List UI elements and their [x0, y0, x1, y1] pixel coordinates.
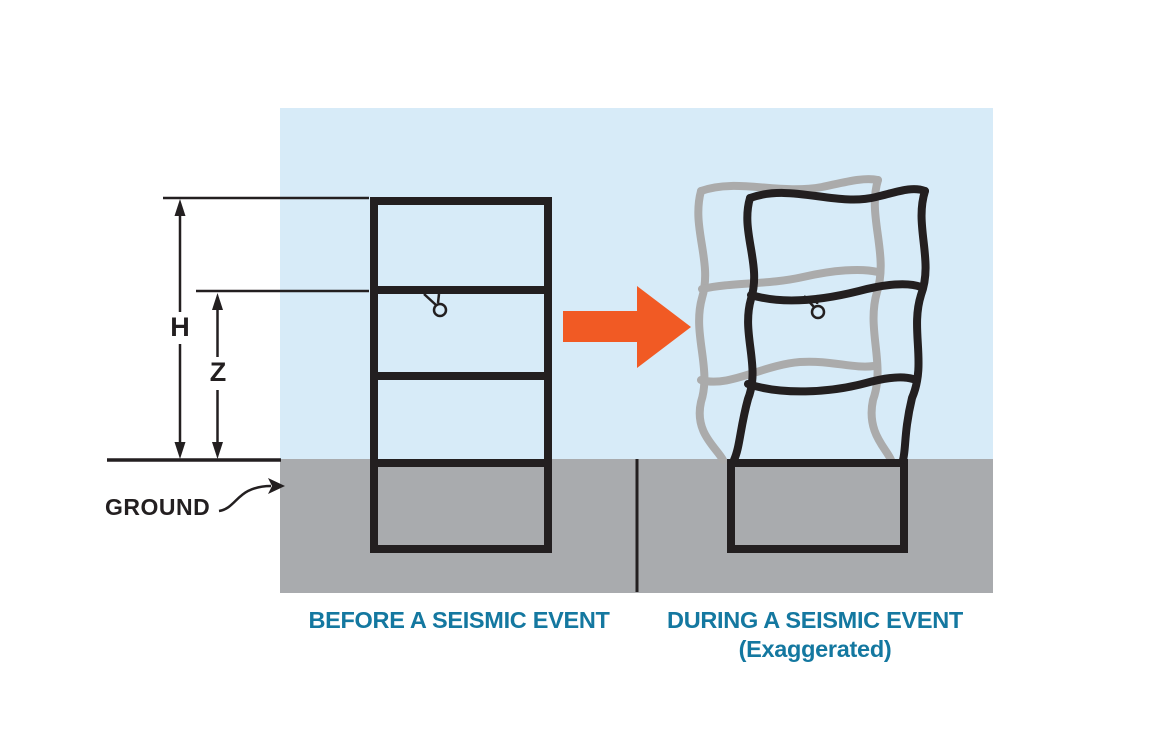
during-floor-1 [747, 280, 925, 305]
pendulum-rod-diagonal [423, 293, 437, 306]
height-H-label: H [170, 312, 190, 342]
during-roof [746, 185, 929, 204]
ghost-left-column [694, 187, 727, 464]
pendulum-rod-vertical [815, 294, 820, 305]
during-left-column [730, 194, 759, 464]
building-during [727, 185, 930, 553]
ghost-roof [697, 175, 882, 195]
ghost-right-column [867, 176, 895, 464]
leader-curve [218, 484, 272, 513]
seismic-transition-arrow-icon [563, 286, 691, 368]
ground-label: GROUND [105, 494, 211, 520]
height-Z-label: Z [209, 357, 227, 387]
ghost-floor-1 [698, 265, 882, 293]
pendulum-bob [432, 302, 448, 318]
caption-exaggerated-note: (Exaggerated) [738, 636, 892, 662]
dimension-Z [196, 289, 369, 459]
h-arrowhead-down-icon [174, 442, 186, 459]
leader-arrowhead-icon [268, 478, 285, 494]
z-arrowhead-down-icon [212, 442, 223, 459]
caption-before-event: BEFORE A SEISMIC EVENT [308, 607, 610, 633]
during-floor-2 [744, 373, 917, 396]
pendulum-sensor-icon [423, 293, 448, 318]
pendulum-rod-diagonal [803, 295, 815, 308]
h-arrowhead-up-icon [174, 199, 186, 216]
caption-during-event: DURING A SEISMIC EVENT [667, 607, 963, 633]
ground-leader-arrow-icon [218, 478, 285, 513]
building-before [370, 197, 552, 553]
ghost-floor-2 [697, 357, 878, 386]
pendulum-sensor-swinging-icon [803, 294, 826, 320]
z-arrowhead-up-icon [212, 293, 223, 310]
building-during-ghost [694, 175, 895, 464]
pendulum-bob [810, 304, 826, 320]
during-right-column [899, 187, 930, 464]
dimension-H [163, 196, 369, 459]
building-during-foundation [727, 459, 908, 553]
pendulum-rod-vertical [436, 293, 441, 304]
